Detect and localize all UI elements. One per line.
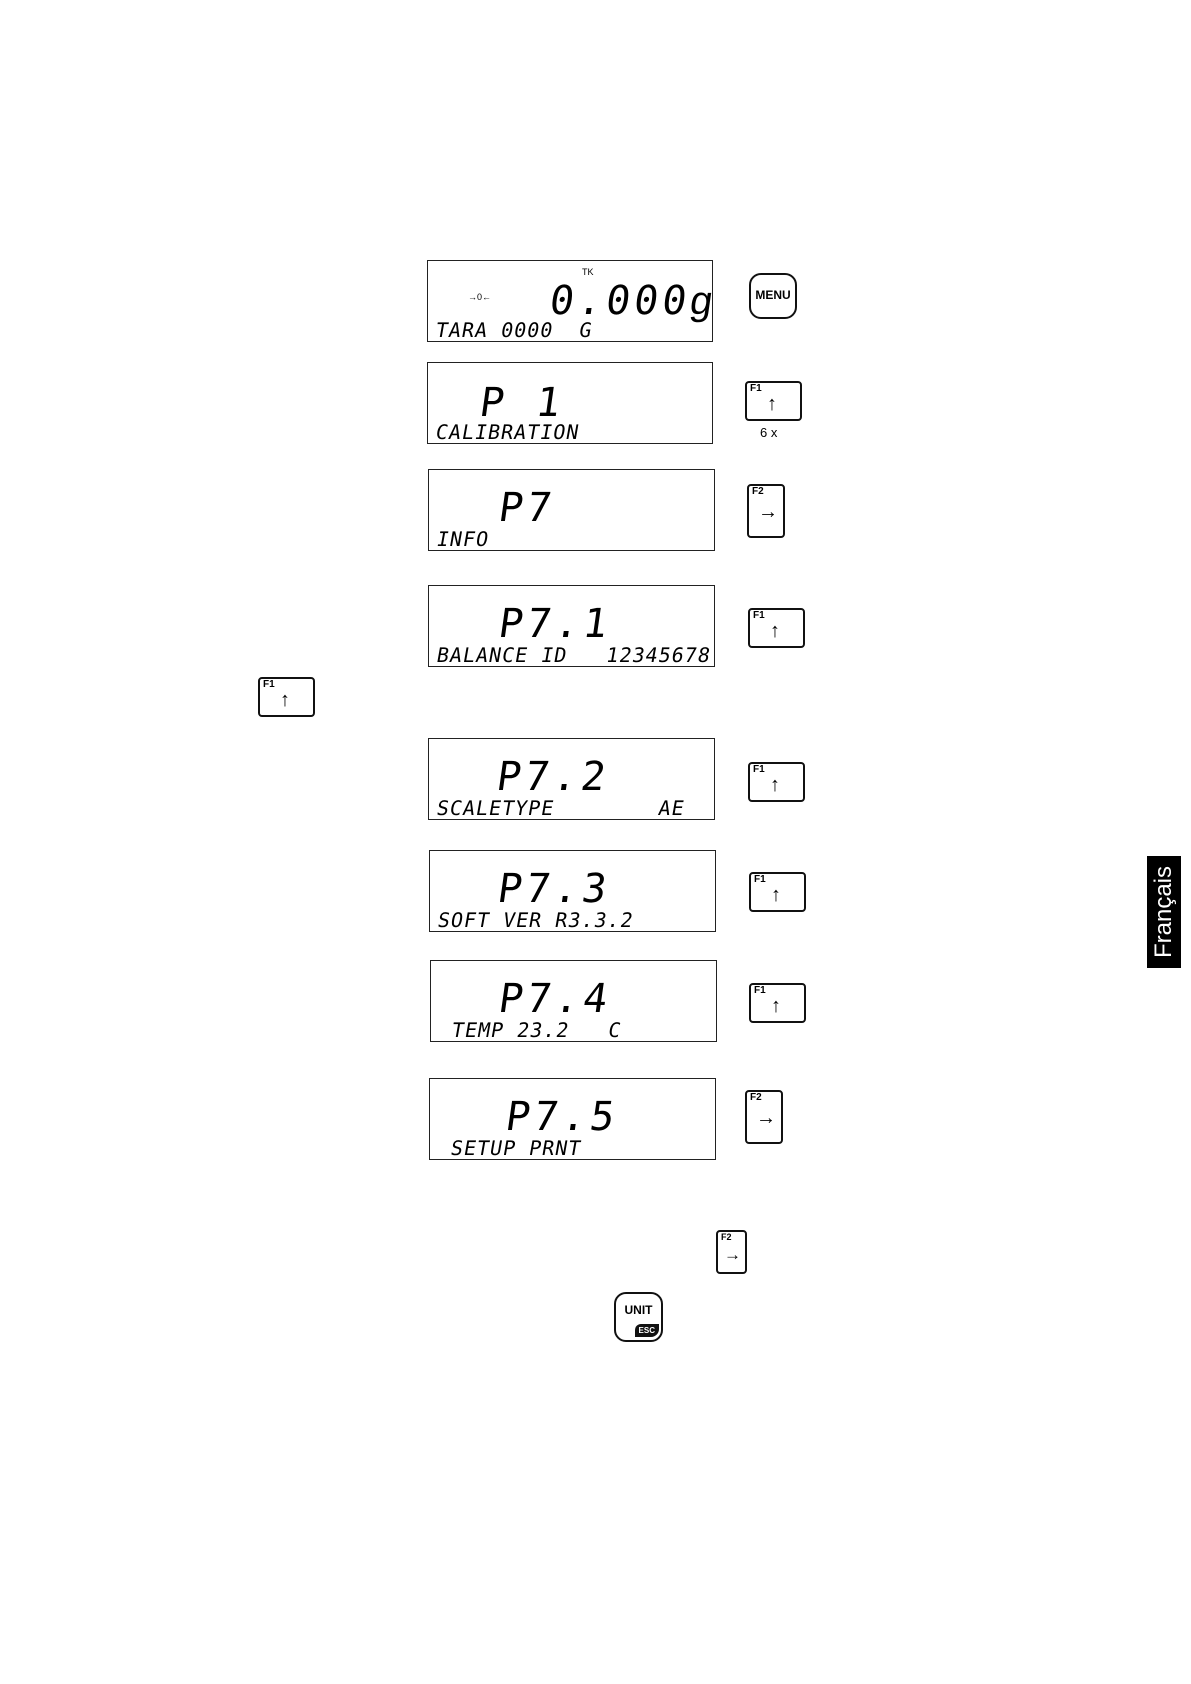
display-p1: P 1 CALIBRATION [427, 362, 713, 444]
display-sub-text: TARA 0000 G [434, 320, 594, 340]
up-arrow-icon: ↑ [770, 775, 780, 795]
display-main-value: 0.000g [547, 281, 715, 321]
display-sub-text: CALIBRATION [434, 422, 581, 442]
language-tab: Français [1147, 856, 1181, 968]
f1-up-button[interactable]: F1↑ [749, 872, 806, 912]
display-main-value: P7 [496, 488, 558, 528]
display-p7-2: P7.2 SCALETYPE AE [428, 738, 715, 820]
f2-right-button[interactable]: F2→ [745, 1090, 783, 1144]
display-sub-text: INFO [435, 529, 491, 549]
display-sub-text: SOFT VER R3.3.2 [436, 910, 635, 930]
display-sub-text: SETUP PRNT [436, 1138, 583, 1158]
right-arrow-icon: → [724, 1246, 741, 1263]
f1-up-button[interactable]: F1↑ [748, 762, 805, 802]
esc-label: ESC [635, 1324, 659, 1337]
f1-up-button[interactable]: F1↑ [745, 381, 802, 421]
up-arrow-icon: ↑ [770, 621, 780, 641]
f1-up-button-loop[interactable]: F1↑ [258, 677, 315, 717]
display-sub-text: BALANCE ID 12345678 [435, 645, 712, 665]
display-sub-text: SCALETYPE AE [435, 798, 686, 818]
display-main-value: P7.2 [494, 757, 612, 797]
f2-right-button[interactable]: F2→ [747, 484, 785, 538]
display-p7-1: P7.1 BALANCE ID 12345678 [428, 585, 715, 667]
up-arrow-icon: ↑ [771, 885, 781, 905]
display-sub-text: TEMP 23.2 C [437, 1020, 623, 1040]
display-p7-4: P7.4 TEMP 23.2 C [430, 960, 717, 1042]
display-main-value: P7.4 [496, 979, 614, 1019]
right-arrow-icon: → [758, 502, 778, 522]
display-main-value: P7.1 [496, 604, 614, 644]
up-arrow-icon: ↑ [771, 996, 781, 1016]
right-arrow-icon: → [756, 1108, 776, 1128]
display-home: TK →0← 0.000g TARA 0000 G [427, 260, 713, 342]
unit-esc-button[interactable]: UNIT ESC [614, 1292, 663, 1342]
display-p7: P7 INFO [428, 469, 715, 551]
display-main-value: P 1 [477, 383, 567, 423]
f2-right-button-small[interactable]: F2→ [716, 1230, 747, 1274]
menu-button[interactable]: MENU [749, 273, 797, 319]
display-main-value: P7.3 [495, 869, 613, 909]
zero-indicator: →0← [468, 293, 491, 302]
stability-indicator: TK [582, 268, 594, 277]
up-arrow-icon: ↑ [767, 394, 777, 414]
f1-up-button[interactable]: F1↑ [749, 983, 806, 1023]
repeat-note: 6 x [760, 425, 777, 440]
display-p7-5: P7.5 SETUP PRNT [429, 1078, 716, 1160]
display-main-value: P7.5 [503, 1097, 621, 1137]
unit-symbol: g [687, 279, 715, 323]
display-p7-3: P7.3 SOFT VER R3.3.2 [429, 850, 716, 932]
f1-up-button[interactable]: F1↑ [748, 608, 805, 648]
up-arrow-icon: ↑ [280, 690, 290, 710]
